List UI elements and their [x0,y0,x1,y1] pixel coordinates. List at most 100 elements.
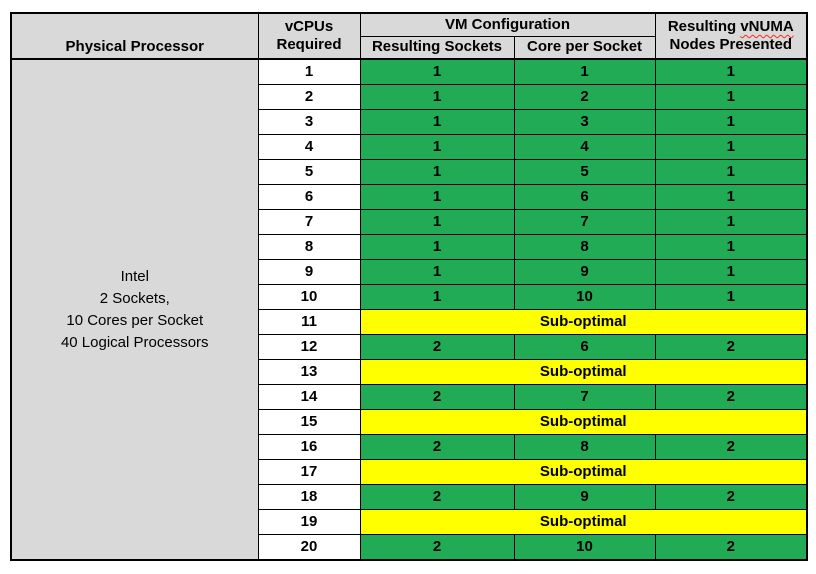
vnuma-nodes-cell: 1 [654,234,808,260]
resulting-sockets-cell: 2 [359,334,515,360]
vnuma-header-prefix: Resulting [667,18,737,35]
physical-processor-detail-line: 2 Sockets, [99,289,170,307]
suboptimal-cell: Sub-optimal [359,309,808,335]
vcpus-required-cell: 15 [257,409,361,435]
vnuma-nodes-cell: 1 [654,84,808,110]
resulting-sockets-cell: 1 [359,84,515,110]
suboptimal-cell: Sub-optimal [359,459,808,485]
table-body: Intel 2 Sockets, 10 Cores per Socket 40 Log… [10,58,808,561]
vcpus-required-cell: 8 [257,234,361,260]
core-per-socket-cell: 8 [513,234,656,260]
vnuma-nodes-cell: 1 [654,184,808,210]
resulting-sockets-cell: 2 [359,384,515,410]
physical-processor-detail-line: 40 Logical Processors [60,333,209,351]
resulting-sockets-cell: 1 [359,109,515,135]
vnuma-nodes-cell: 1 [654,58,808,85]
core-per-socket-cell: 9 [513,259,656,285]
core-per-socket-cell: 9 [513,484,656,510]
vcpus-required-cell: 17 [257,459,361,485]
vnuma-nodes-cell: 2 [654,434,808,460]
vcpus-required-cell: 13 [257,359,361,385]
core-per-socket-cell: 1 [513,58,656,85]
vcpus-required-cell: 6 [257,184,361,210]
resulting-sockets-cell: 2 [359,484,515,510]
suboptimal-cell: Sub-optimal [359,509,808,535]
resulting-sockets-cell: 1 [359,209,515,235]
vnuma-nodes-cell: 1 [654,134,808,160]
core-per-socket-cell: 6 [513,184,656,210]
vnuma-nodes-cell: 1 [654,109,808,135]
suboptimal-cell: Sub-optimal [359,409,808,435]
vcpus-required-cell: 7 [257,209,361,235]
vcpus-required-cell: 1 [257,58,361,85]
vnuma-nodes-cell: 2 [654,484,808,510]
core-per-socket-header: Core per Socket [513,35,656,60]
physical-processor-detail-line: 10 Cores per Socket [66,311,204,329]
physical-processor-details-cell: Intel 2 Sockets, 10 Cores per Socket 40 Log… [10,58,259,561]
resulting-sockets-cell: 1 [359,58,515,85]
vcpus-required-cell: 14 [257,384,361,410]
vcpus-header-line1: vCPUs [284,18,334,35]
core-per-socket-cell: 4 [513,134,656,160]
header-row-2: Resulting Sockets Core per Socket [11,35,807,60]
vnuma-misspelled-word: vNUMA [740,18,794,35]
core-per-socket-cell: 5 [513,159,656,185]
resulting-sockets-cell: 1 [359,184,515,210]
vcpus-required-cell: 4 [257,134,361,160]
vnuma-nodes-cell: 1 [654,284,808,310]
resulting-sockets-cell: 2 [359,434,515,460]
core-per-socket-cell: 10 [513,534,656,561]
physical-processor-header: Physical Processor [10,12,259,60]
core-per-socket-cell: 8 [513,434,656,460]
core-per-socket-cell: 3 [513,109,656,135]
resulting-sockets-cell: 1 [359,284,515,310]
resulting-sockets-cell: 2 [359,534,515,561]
resulting-sockets-cell: 1 [359,234,515,260]
vcpus-header-line2: Required [276,36,342,53]
vcpus-required-cell: 20 [257,534,361,561]
resulting-sockets-cell: 1 [359,259,515,285]
resulting-sockets-cell: 1 [359,134,515,160]
vcpus-required-cell: 11 [257,309,361,335]
vnuma-nodes-cell: 2 [654,384,808,410]
vcpus-required-cell: 16 [257,434,361,460]
core-per-socket-cell: 7 [513,384,656,410]
vnuma-nodes-cell: 1 [654,159,808,185]
vm-configuration-header: VM Configuration [359,12,656,37]
core-per-socket-cell: 10 [513,284,656,310]
vcpus-required-cell: 12 [257,334,361,360]
vnuma-nodes-cell: 1 [654,259,808,285]
vcpus-required-cell: 10 [257,284,361,310]
vcpus-required-cell: 18 [257,484,361,510]
core-per-socket-cell: 2 [513,84,656,110]
vcpus-required-cell: 3 [257,109,361,135]
vnuma-nodes-cell: 2 [654,334,808,360]
vnuma-nodes-cell: 1 [654,209,808,235]
physical-processor-detail-line: Intel [120,267,149,285]
core-per-socket-cell: 6 [513,334,656,360]
suboptimal-cell: Sub-optimal [359,359,808,385]
